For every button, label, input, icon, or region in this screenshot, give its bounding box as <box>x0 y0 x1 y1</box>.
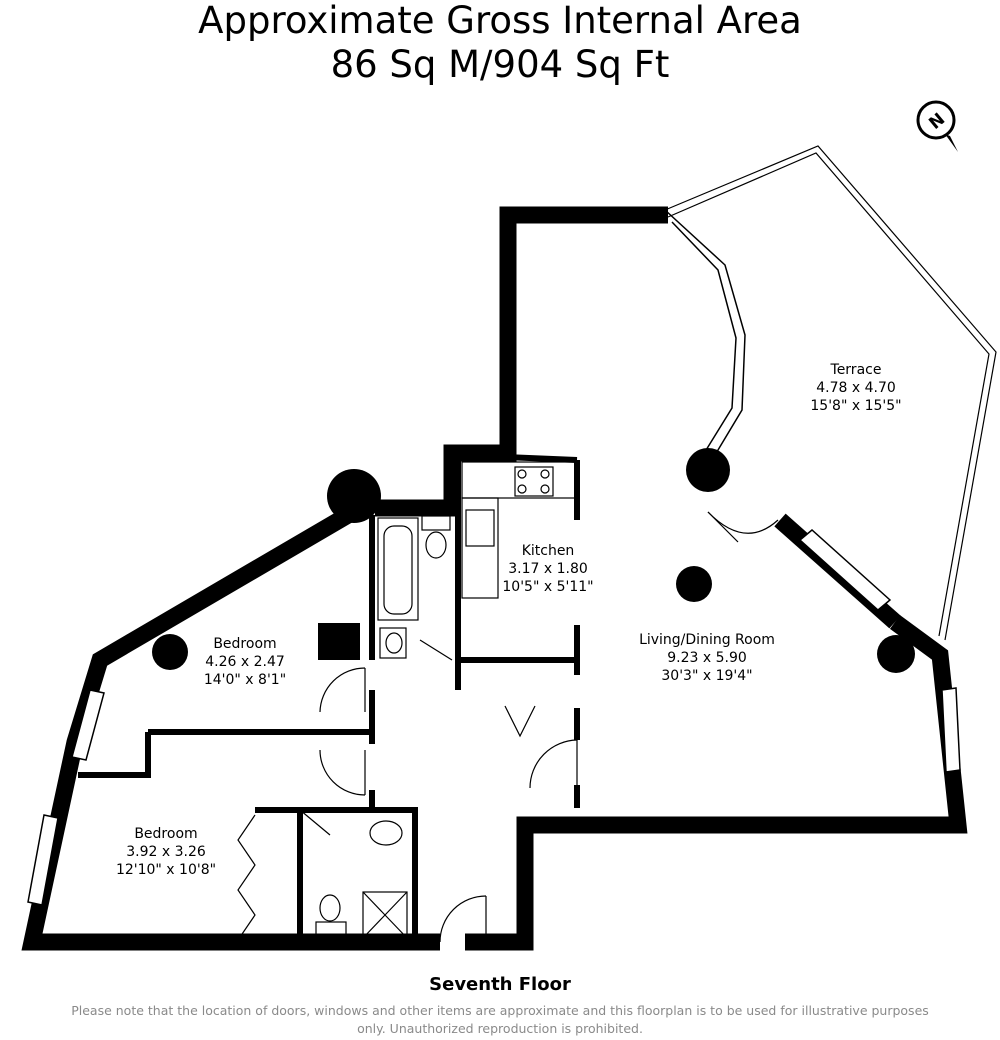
floor-label: Seventh Floor <box>429 974 571 995</box>
doors <box>299 511 779 943</box>
terrace-outline <box>664 145 997 641</box>
room-name: Terrace <box>830 362 882 378</box>
title-line-2: 86 Sq M/904 Sq Ft <box>330 43 670 86</box>
glazed-wall <box>664 209 746 461</box>
room-name: Bedroom <box>134 826 197 842</box>
room-metric: 3.92 x 3.26 <box>126 844 206 860</box>
title-line-1: Approximate Gross Internal Area <box>198 0 802 42</box>
room-metric: 4.78 x 4.70 <box>816 380 896 396</box>
room-imperial: 15'8" x 15'5" <box>810 398 901 414</box>
wardrobe-doors <box>237 814 256 941</box>
bathroom-fittings <box>315 515 451 939</box>
room-name: Bedroom <box>213 636 276 652</box>
room-metric: 4.26 x 2.47 <box>205 654 285 670</box>
room-imperial: 14'0" x 8'1" <box>204 672 286 688</box>
room-bedroom-1: Bedroom 4.26 x 2.47 14'0" x 8'1" <box>204 636 286 688</box>
kitchen-fittings <box>461 461 576 599</box>
room-imperial: 12'10" x 10'8" <box>116 862 216 878</box>
room-terrace: Terrace 4.78 x 4.70 15'8" x 15'5" <box>810 362 901 414</box>
room-imperial: 10'5" x 5'11" <box>502 579 593 595</box>
room-kitchen: Kitchen 3.17 x 1.80 10'5" x 5'11" <box>502 543 593 595</box>
floor-plan: N Terrace 4.78 x 4.70 15'8" x 15'5" Kitc… <box>21 100 997 951</box>
disclaimer: Please note that the location of doors, … <box>71 1003 929 1036</box>
room-bedroom-2: Bedroom 3.92 x 3.26 12'10" x 10'8" <box>116 826 216 878</box>
windows <box>27 529 961 906</box>
interior-walls <box>78 452 580 942</box>
room-metric: 3.17 x 1.80 <box>508 561 588 577</box>
room-imperial: 30'3" x 19'4" <box>661 668 752 684</box>
north-arrow-icon: N <box>916 100 958 152</box>
columns <box>152 448 915 673</box>
room-metric: 9.23 x 5.90 <box>667 650 747 666</box>
room-living: Living/Dining Room 9.23 x 5.90 30'3" x 1… <box>639 632 775 684</box>
room-name: Kitchen <box>522 543 575 559</box>
room-name: Living/Dining Room <box>639 632 775 648</box>
